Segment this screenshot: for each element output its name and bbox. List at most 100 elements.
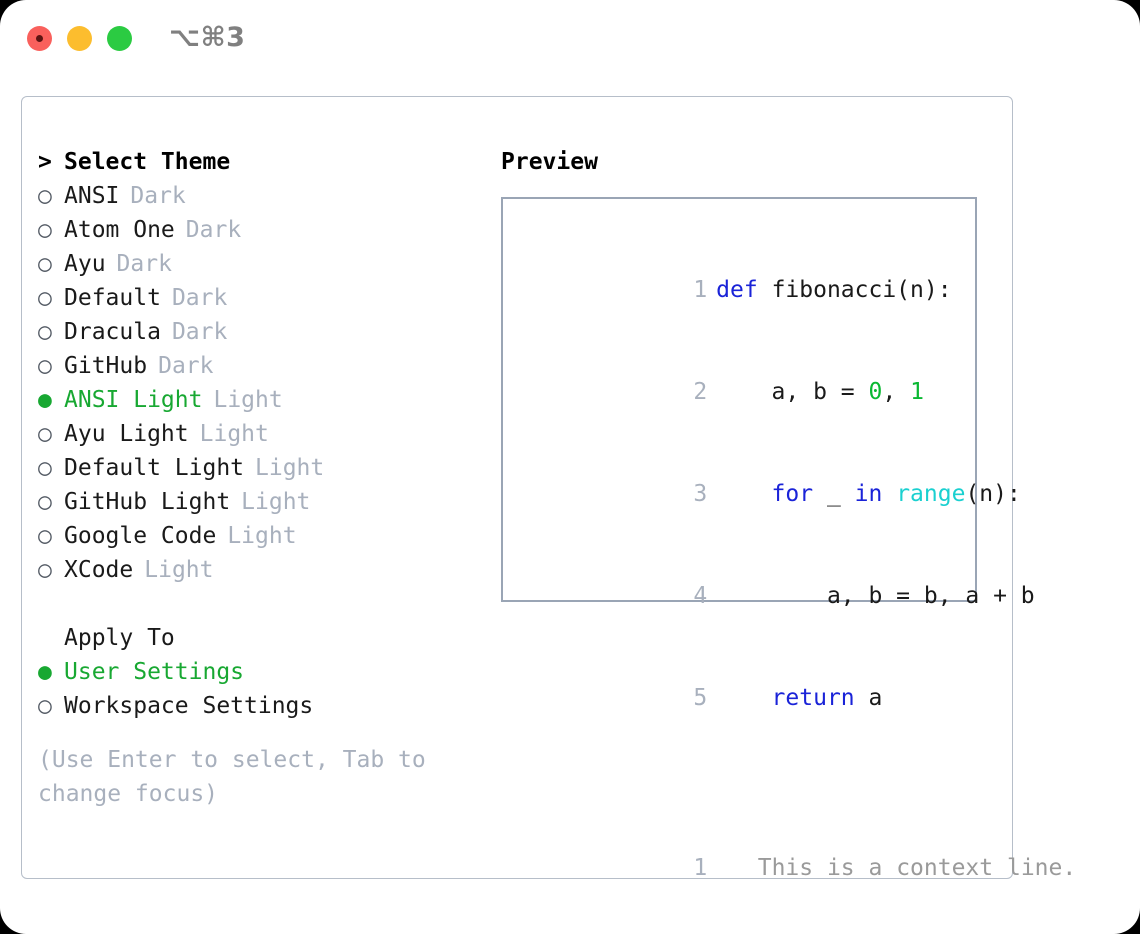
section-spacer bbox=[38, 587, 478, 621]
theme-name: GitHub bbox=[64, 353, 148, 379]
radio-unselected-icon[interactable]: ○ bbox=[38, 421, 52, 447]
line-number: 1 bbox=[693, 855, 708, 881]
code-token: _ bbox=[826, 481, 855, 507]
panel-columns: > Select Theme ○ ANSI Dark ○ Atom One Da… bbox=[22, 97, 1076, 881]
theme-option-ansi-light[interactable]: ● ANSI Light Light bbox=[38, 383, 478, 417]
theme-option-atom-one-dark[interactable]: ○ Atom One Dark bbox=[38, 213, 478, 247]
preview-title: Preview bbox=[501, 149, 598, 175]
minimize-window-icon[interactable] bbox=[67, 26, 92, 51]
code-token: in bbox=[854, 481, 897, 507]
code-line: 1 def fibonacci(n): bbox=[503, 239, 975, 341]
diff-text: This is a context line. bbox=[757, 855, 1077, 881]
apply-to-option-user-settings[interactable]: ● User Settings bbox=[38, 655, 478, 689]
apply-to-label: Workspace Settings bbox=[64, 693, 314, 719]
theme-variant: Dark bbox=[185, 217, 242, 243]
theme-name: GitHub Light bbox=[64, 489, 231, 515]
diff-line-context: 1 This is a context line. bbox=[503, 817, 1076, 919]
theme-name: Ayu Light bbox=[64, 421, 189, 447]
code-token: (n): bbox=[965, 481, 1021, 507]
theme-name: Default bbox=[64, 285, 161, 311]
preview-gap bbox=[503, 783, 975, 817]
radio-selected-icon[interactable]: ● bbox=[38, 659, 52, 685]
theme-option-dracula-dark[interactable]: ○ Dracula Dark bbox=[38, 315, 478, 349]
radio-unselected-icon[interactable]: ○ bbox=[38, 693, 52, 719]
theme-variant: Light bbox=[144, 557, 214, 583]
theme-variant: Dark bbox=[171, 285, 228, 311]
apply-to-option-workspace-settings[interactable]: ○ Workspace Settings bbox=[38, 689, 478, 723]
theme-option-github-light[interactable]: ○ GitHub Light Light bbox=[38, 485, 478, 519]
code-line: 2 a, b = 0, 1 bbox=[503, 341, 975, 443]
theme-variant: Dark bbox=[171, 319, 228, 345]
theme-name: ANSI Light bbox=[64, 387, 203, 413]
prompt-caret-icon: > bbox=[38, 149, 52, 175]
theme-option-google-code[interactable]: ○ Google Code Light bbox=[38, 519, 478, 553]
radio-unselected-icon[interactable]: ○ bbox=[38, 217, 52, 243]
radio-unselected-icon[interactable]: ○ bbox=[38, 353, 52, 379]
radio-selected-icon[interactable]: ● bbox=[38, 387, 52, 413]
theme-option-github-dark[interactable]: ○ GitHub Dark bbox=[38, 349, 478, 383]
theme-option-xcode-light[interactable]: ○ XCode Light bbox=[38, 553, 478, 587]
preview-box: 1 def fibonacci(n): 2 a, b = 0, 1 3 for _… bbox=[501, 197, 1076, 881]
theme-variant: Dark bbox=[158, 353, 214, 379]
theme-variant: Dark bbox=[116, 251, 172, 277]
theme-variant: Light bbox=[227, 523, 297, 549]
code-token: for bbox=[716, 481, 827, 507]
theme-picker-column: > Select Theme ○ ANSI Dark ○ Atom One Da… bbox=[38, 145, 478, 811]
code-token: a, b = b, a + b bbox=[716, 583, 1035, 609]
line-number: 5 bbox=[693, 685, 708, 711]
theme-variant: Dark bbox=[130, 183, 186, 209]
theme-option-ayu-dark[interactable]: ○ Ayu Dark bbox=[38, 247, 478, 281]
title-bar: ⌥⌘3 bbox=[0, 0, 1140, 76]
theme-option-default-light[interactable]: ○ Default Light Light bbox=[38, 451, 478, 485]
apply-to-title-row: ○ Apply To bbox=[38, 621, 478, 655]
traffic-light-buttons bbox=[27, 26, 132, 51]
code-token: 1 bbox=[910, 379, 924, 405]
theme-name: Google Code bbox=[64, 523, 217, 549]
indent-spacer: ○ bbox=[38, 621, 64, 655]
radio-unselected-icon[interactable]: ○ bbox=[38, 455, 52, 481]
apply-to-title: Apply To bbox=[64, 625, 175, 651]
main-panel: > Select Theme ○ ANSI Dark ○ Atom One Da… bbox=[21, 96, 1076, 881]
diff-line-deleted: 2 - This line was deleted. bbox=[503, 919, 975, 934]
theme-picker-title-row: > Select Theme bbox=[38, 145, 478, 179]
theme-name: Default Light bbox=[64, 455, 245, 481]
radio-unselected-icon[interactable]: ○ bbox=[38, 489, 52, 515]
theme-name: Dracula bbox=[64, 319, 161, 345]
code-token: a bbox=[868, 685, 883, 711]
code-line: 3 for _ in range(n): bbox=[503, 443, 1021, 545]
diff-sign bbox=[716, 855, 758, 881]
radio-unselected-icon[interactable]: ○ bbox=[38, 557, 52, 583]
code-token: a, b = bbox=[716, 379, 869, 405]
theme-name: ANSI bbox=[64, 183, 120, 209]
theme-name: XCode bbox=[64, 557, 134, 583]
theme-variant: Light bbox=[255, 455, 325, 481]
theme-option-ansi-dark[interactable]: ○ ANSI Dark bbox=[38, 179, 478, 213]
preview-column: Preview 1 def fibonacci(n): 2 a, b = 0, 1… bbox=[501, 145, 1076, 881]
theme-picker-title: Select Theme bbox=[64, 149, 231, 175]
maximize-window-icon[interactable] bbox=[107, 26, 132, 51]
code-line: 5 return a bbox=[503, 647, 975, 749]
theme-variant: Light bbox=[213, 387, 283, 413]
line-number: 3 bbox=[693, 481, 708, 507]
radio-unselected-icon[interactable]: ○ bbox=[38, 251, 52, 277]
code-line: 4 a, b = b, a + b bbox=[503, 545, 1034, 647]
line-number: 4 bbox=[693, 583, 708, 609]
radio-unselected-icon[interactable]: ○ bbox=[38, 183, 52, 209]
radio-unselected-icon[interactable]: ○ bbox=[38, 319, 52, 345]
code-token: range bbox=[896, 481, 966, 507]
code-token: 0 bbox=[868, 379, 883, 405]
theme-variant: Light bbox=[241, 489, 311, 515]
radio-unselected-icon[interactable]: ○ bbox=[38, 523, 52, 549]
code-token: def bbox=[716, 277, 772, 303]
radio-unselected-icon[interactable]: ○ bbox=[38, 285, 52, 311]
code-token: return bbox=[716, 685, 869, 711]
line-number: 1 bbox=[693, 277, 708, 303]
theme-option-ayu-light[interactable]: ○ Ayu Light Light bbox=[38, 417, 478, 451]
close-window-icon[interactable] bbox=[27, 26, 52, 51]
theme-option-default-dark[interactable]: ○ Default Dark bbox=[38, 281, 478, 315]
code-token: fibonacci(n): bbox=[771, 277, 952, 303]
apply-to-label: User Settings bbox=[64, 659, 245, 685]
line-number: 2 bbox=[693, 379, 708, 405]
theme-name: Ayu bbox=[64, 251, 106, 277]
